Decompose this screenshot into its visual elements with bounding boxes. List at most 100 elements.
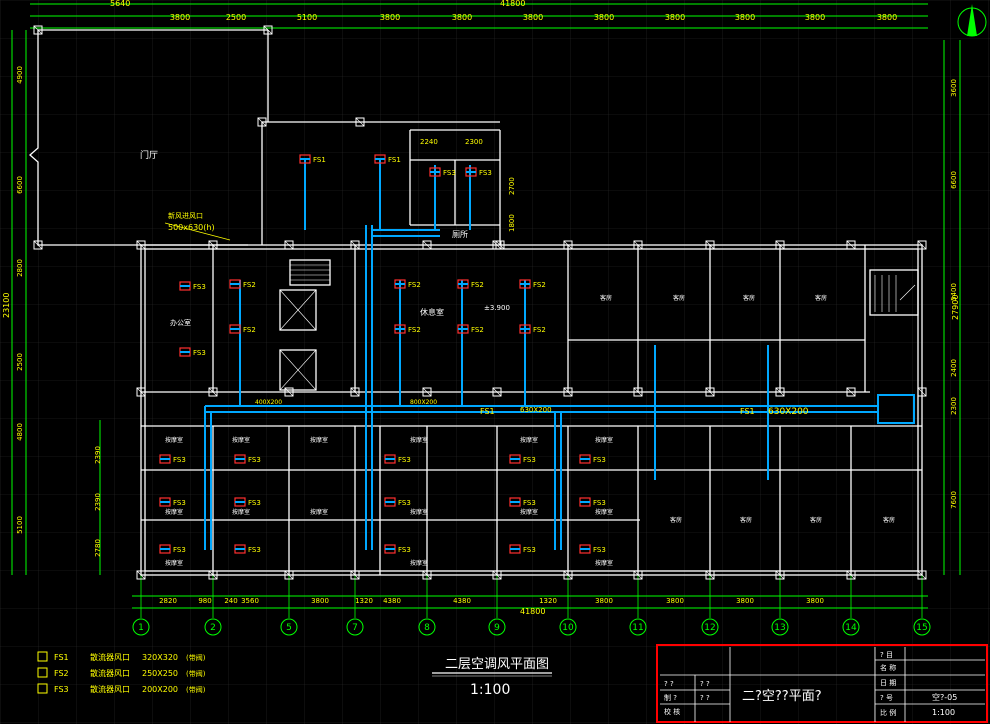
diffuser-label: FS3 (479, 169, 492, 177)
column-hatch (846, 240, 856, 250)
column (495, 240, 505, 250)
room-guest: 客房 (673, 294, 685, 302)
dim-bottom-total: 41800 (520, 607, 545, 616)
axis-bubble-label: 11 (632, 623, 643, 633)
dims-bottom (132, 595, 928, 609)
legend-size-2: 250X250 (142, 669, 178, 678)
dim-bottom-span: 2820 (159, 597, 177, 605)
dim-top-total: 41800 (500, 0, 525, 8)
diffuser-label: FS3 (173, 499, 186, 507)
dim-left-span: 2800 (16, 259, 24, 277)
dim-left-span: 2390 (94, 493, 102, 511)
title-block-left-3: 校 核 (664, 707, 680, 716)
room-massage: 按摩室 (232, 436, 250, 444)
axis-bubble-label: 7 (352, 623, 358, 633)
column-hatch (208, 387, 218, 397)
dim-bottom-span: 4380 (383, 597, 401, 605)
north-arrow-icon (957, 4, 987, 37)
duct-label-main2: 800X200 (410, 399, 437, 406)
column-hatch (705, 387, 715, 397)
dim-left-span: 5100 (16, 516, 24, 534)
drawing-scale: 1:100 (470, 682, 510, 698)
column (422, 240, 432, 250)
dim-top-span: 3800 (523, 13, 543, 22)
dim-top-span: 3800 (735, 13, 755, 22)
room-guest: 客房 (740, 516, 752, 524)
room-massage: 按摩室 (410, 508, 428, 516)
column-hatch (633, 387, 643, 397)
dim-bottom-span: 4380 (453, 597, 471, 605)
room-guest: 客房 (670, 516, 682, 524)
dim-right-span: 2400 (950, 359, 958, 377)
diffuser-label: FS2 (471, 326, 484, 334)
column (284, 387, 294, 397)
room-massage: 按摩室 (232, 508, 250, 516)
title-block-name: 二?空??平面? (742, 689, 822, 704)
duct-label-main3: 630X200 (520, 406, 552, 414)
room-massage: 按摩室 (520, 508, 538, 516)
column-hatch (495, 240, 505, 250)
column (775, 387, 785, 397)
column-hatch (350, 387, 360, 397)
room-massage: 按摩室 (410, 436, 428, 444)
dim-bottom-span: 3800 (736, 597, 754, 605)
title-block-row-5: 比 例 (880, 708, 896, 717)
columns (33, 25, 927, 580)
column (775, 570, 785, 580)
column (705, 570, 715, 580)
column (350, 240, 360, 250)
column-hatch (775, 570, 785, 580)
room-massage: 按摩室 (410, 559, 428, 567)
axis-bubble (559, 618, 577, 636)
room-massage: 按摩室 (165, 508, 183, 516)
diffuser-label: FS3 (523, 546, 536, 554)
column-hatch (775, 387, 785, 397)
diffuser-label: FS3 (248, 499, 261, 507)
legend-note-2: (带阀) (186, 669, 206, 678)
title-block (656, 644, 988, 723)
diffuser-label: FS2 (408, 326, 421, 334)
column-hatch (633, 240, 643, 250)
diffuser-label: FS2 (533, 281, 546, 289)
axis-bubble (346, 618, 364, 636)
dim-top-span: 3800 (877, 13, 897, 22)
legend: FS1 散流器风口 320X320 (带阀) FS2 散流器风口 250X250… (37, 651, 206, 694)
dims-top (30, 3, 928, 29)
diffuser-label: FS3 (398, 499, 411, 507)
room-guest: 客房 (600, 294, 612, 302)
axis-bubble (771, 618, 789, 636)
room-massage: 按摩室 (310, 508, 328, 516)
axis-bubble (280, 618, 298, 636)
dim-top-span: 3800 (380, 13, 400, 22)
dims-left (11, 30, 101, 575)
room-massage: 按摩室 (595, 436, 613, 444)
diffuser-label: FS3 (173, 546, 186, 554)
room-massage: 按摩室 (165, 559, 183, 567)
room-guest: 客房 (810, 516, 822, 524)
column (846, 387, 856, 397)
duct-label-fs1-b: FS1 (740, 407, 755, 416)
diffuser-label: FS3 (248, 456, 261, 464)
room-massage: 按摩室 (310, 436, 328, 444)
axis-bubble-label: 1 (138, 623, 144, 633)
legend-note-1: (带阀) (186, 653, 206, 662)
column-hatch (422, 387, 432, 397)
diffuser-label: FS3 (523, 456, 536, 464)
column (492, 570, 502, 580)
duct-label-main1: 400X200 (255, 399, 282, 406)
column-hatch (33, 25, 43, 35)
dim-left-span: 4800 (16, 423, 24, 441)
diffuser-label: FS2 (471, 281, 484, 289)
column-hatch (633, 570, 643, 580)
column (33, 240, 43, 250)
dim-top-span: 3800 (805, 13, 825, 22)
diffuser-label: FS3 (193, 283, 206, 291)
column (917, 387, 927, 397)
diffuser-label: FS2 (408, 281, 421, 289)
column (563, 240, 573, 250)
column (33, 25, 43, 35)
